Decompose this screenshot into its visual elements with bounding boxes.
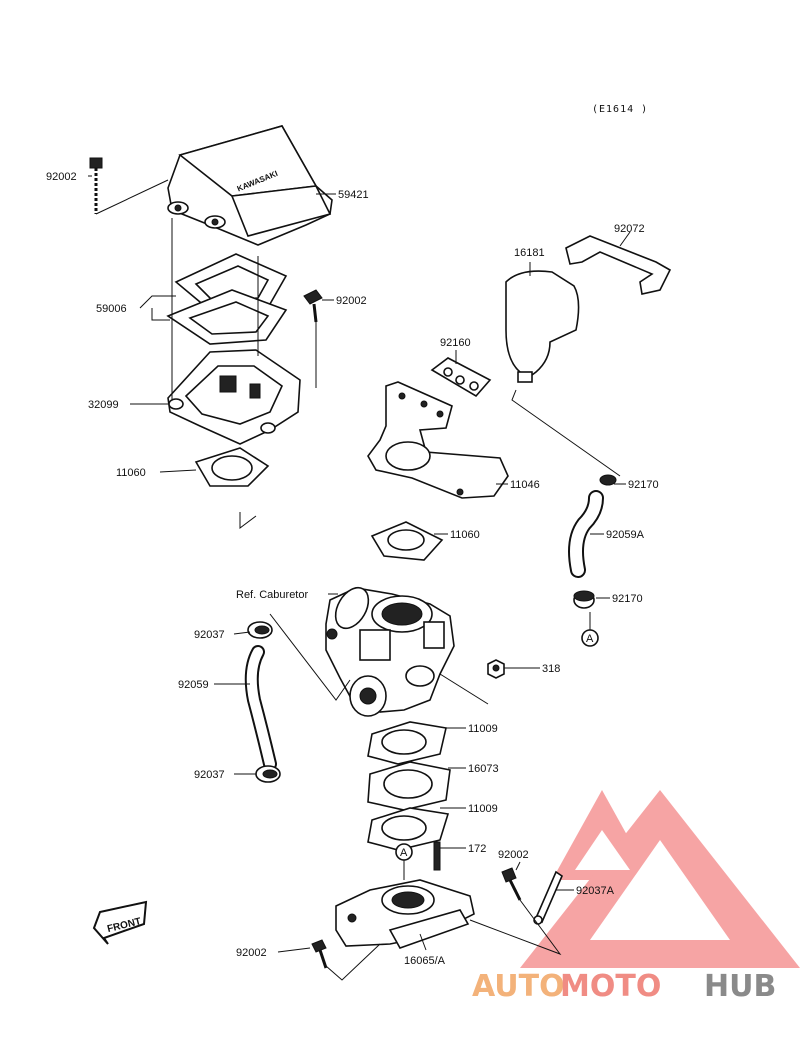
air-cover-59421: KAWASAKI (167, 125, 333, 246)
tank-16181 (505, 270, 580, 383)
callout-11060-left: 11060 (116, 467, 146, 479)
callout-11060-right: 11060 (450, 529, 480, 541)
callout-16181: 16181 (514, 247, 545, 259)
screw-92002-bottom (311, 939, 328, 969)
marker-a-1: A (581, 612, 599, 647)
leader-lines (88, 175, 631, 953)
callout-92002-right: 92002 (498, 849, 529, 861)
screw-92002-right (501, 867, 522, 901)
front-arrow-icon: FRONT (92, 900, 148, 945)
watermark-moto: MOTO (560, 969, 661, 1004)
marker-a1-label: A (586, 633, 594, 645)
callout-92037-top: 92037 (194, 629, 225, 641)
clip-92037A (533, 870, 564, 925)
gasket-59006 (166, 253, 288, 345)
callout-11009-b: 11009 (468, 803, 498, 815)
callout-92170-a: 92170 (628, 479, 659, 491)
callout-32099: 32099 (88, 399, 119, 411)
callout-92059: 92059 (178, 679, 209, 691)
bracket-92072 (565, 235, 672, 295)
callout-92160: 92160 (440, 337, 471, 349)
nut-318 (487, 659, 505, 679)
gasket-11009-b (367, 807, 450, 851)
diagram-code: (E1614 ) (592, 104, 648, 115)
screw-92002-mid (303, 289, 323, 388)
gasket-11060-right (370, 521, 444, 561)
plate-92160 (430, 357, 492, 398)
marker-a2-label: A (400, 847, 408, 859)
hose-92059A (568, 490, 604, 578)
watermark-text: AUTO MOTO HUB (472, 969, 776, 1004)
clamp-92037-bottom (255, 765, 281, 783)
callout-16065A: 16065/A (404, 955, 446, 967)
callout-172: 172 (468, 843, 486, 855)
callout-92002-mid: 92002 (336, 295, 367, 307)
clamp-92170-b (573, 590, 595, 609)
gasket-11060-left (194, 447, 270, 487)
stud-172 (433, 841, 441, 871)
spacer-16073 (367, 761, 451, 811)
air-box-32099 (167, 349, 301, 445)
callout-59006: 59006 (96, 303, 127, 315)
callout-ref-carburetor: Ref. Caburetor (236, 589, 308, 601)
watermark-hub: HUB (704, 969, 776, 1004)
carburetor (325, 586, 455, 717)
callout-92002-bottom: 92002 (236, 947, 267, 959)
bracket-11046 (367, 381, 509, 499)
manifold-16065A (335, 879, 475, 949)
callout-92037-bottom: 92037 (194, 769, 225, 781)
screw-92002-top (89, 157, 169, 215)
hose-92059 (244, 645, 277, 771)
callout-318: 318 (542, 663, 560, 675)
callout-92072: 92072 (614, 223, 645, 235)
clamp-92037-top (247, 621, 273, 639)
callout-16073: 16073 (468, 763, 499, 775)
callout-92170-b: 92170 (612, 593, 643, 605)
callout-92037A: 92037A (576, 885, 615, 897)
watermark-logo-icon (520, 790, 800, 968)
clamp-92170-a (599, 474, 617, 486)
gasket-11009-a (367, 721, 447, 765)
callout-92059A: 92059A (606, 529, 645, 541)
callout-59421: 59421 (338, 189, 369, 201)
callout-11046: 11046 (510, 479, 540, 491)
callout-92002-top: 92002 (46, 171, 77, 183)
watermark-auto: AUTO (472, 969, 565, 1004)
marker-a-2: A (395, 843, 413, 880)
callout-11009-a: 11009 (468, 723, 498, 735)
